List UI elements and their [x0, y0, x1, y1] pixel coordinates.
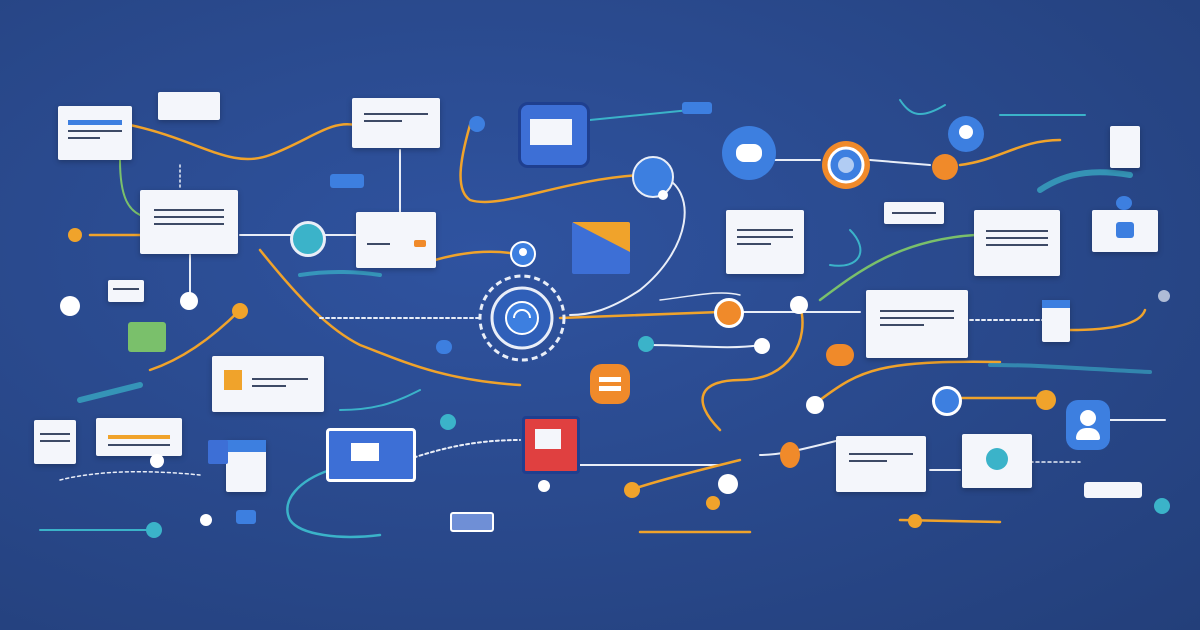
- user-avatar-icon: [1066, 400, 1110, 450]
- document-card: [884, 202, 944, 224]
- wire: [339, 389, 421, 411]
- wire: [899, 99, 946, 115]
- wire: [1037, 169, 1133, 193]
- document-card: [158, 92, 220, 120]
- monitor-icon: [518, 102, 590, 168]
- document-card: [836, 436, 926, 492]
- document-card: [352, 98, 440, 148]
- connector-node: [180, 292, 198, 310]
- connector-node: [440, 414, 456, 430]
- chat-bubble-icon: [590, 364, 630, 404]
- location-pin-icon: [469, 116, 485, 132]
- connector-node: [826, 344, 854, 366]
- document-icon: [208, 440, 228, 464]
- connector-node: [624, 482, 640, 498]
- document-icon: [128, 322, 166, 352]
- connector-node: [932, 154, 958, 180]
- connector-node: [150, 454, 164, 468]
- connector-node: [790, 296, 808, 314]
- connector-node: [232, 303, 248, 319]
- wire: [628, 458, 742, 492]
- wire: [569, 174, 686, 316]
- document-card: [1110, 126, 1140, 168]
- connector-node: [538, 480, 550, 492]
- connector-node: [706, 496, 720, 510]
- connector-node: [780, 442, 800, 468]
- wire: [649, 344, 761, 349]
- connector-node: [146, 522, 162, 538]
- connector-node: [290, 221, 326, 257]
- connector-node: [60, 296, 80, 316]
- envelope-icon: [572, 222, 630, 274]
- document-card: [1042, 300, 1070, 342]
- wire: [869, 159, 931, 166]
- connector-node: [908, 514, 922, 528]
- target-icon: [822, 141, 870, 189]
- document-card: [1092, 210, 1158, 252]
- wire: [298, 269, 382, 277]
- document-card: [108, 280, 144, 302]
- connector-node: [68, 228, 82, 242]
- wire: [829, 229, 862, 267]
- document-card: [96, 418, 182, 456]
- connector-node: [1036, 390, 1056, 410]
- monitor-icon: [522, 416, 580, 474]
- wire: [701, 303, 804, 432]
- document-card: [226, 440, 266, 492]
- wire: [1068, 308, 1147, 332]
- wire: [459, 123, 642, 204]
- wire: [558, 310, 722, 320]
- document-card: [726, 210, 804, 274]
- wire: [59, 470, 201, 481]
- connector-node: [1154, 498, 1170, 514]
- wire: [258, 248, 522, 387]
- status-bar: [450, 512, 494, 532]
- document-card: [962, 434, 1032, 488]
- wire: [128, 122, 357, 161]
- document-card: [58, 106, 132, 160]
- connector-node: [718, 474, 738, 494]
- connector-node: [714, 298, 744, 328]
- document-card: [974, 210, 1060, 276]
- wire: [77, 382, 143, 403]
- document-card: [356, 212, 436, 268]
- monitor-icon: [326, 428, 416, 482]
- connector-node: [658, 190, 668, 200]
- connector-node: [932, 386, 962, 416]
- location-pin-icon: [510, 241, 536, 267]
- wire: [818, 360, 1002, 402]
- wire: [988, 363, 1152, 374]
- wire: [286, 468, 382, 539]
- connector-node: [806, 396, 824, 414]
- connector-node: [436, 340, 452, 354]
- connector-node: [1158, 290, 1170, 302]
- status-bar: [682, 102, 712, 114]
- document-card: [140, 190, 238, 254]
- wire: [119, 159, 141, 216]
- wire: [433, 250, 522, 262]
- connector-node: [632, 156, 674, 198]
- connector-node: [200, 514, 212, 526]
- document-card: [866, 290, 968, 358]
- central-hub-icon: [478, 274, 566, 362]
- connector-node: [754, 338, 770, 354]
- wire: [759, 439, 841, 456]
- document-card: [212, 356, 324, 412]
- wire: [659, 292, 741, 301]
- connector-node: [1116, 196, 1132, 210]
- status-bar: [1084, 482, 1142, 498]
- user-avatar-icon: [948, 116, 984, 152]
- wire: [818, 233, 977, 302]
- connector-node: [638, 336, 654, 352]
- wire: [148, 308, 242, 372]
- wire: [958, 138, 1062, 167]
- status-bar: [236, 510, 256, 524]
- document-card: [34, 420, 76, 464]
- chat-bubble-icon: [722, 126, 776, 180]
- status-bar: [330, 174, 364, 188]
